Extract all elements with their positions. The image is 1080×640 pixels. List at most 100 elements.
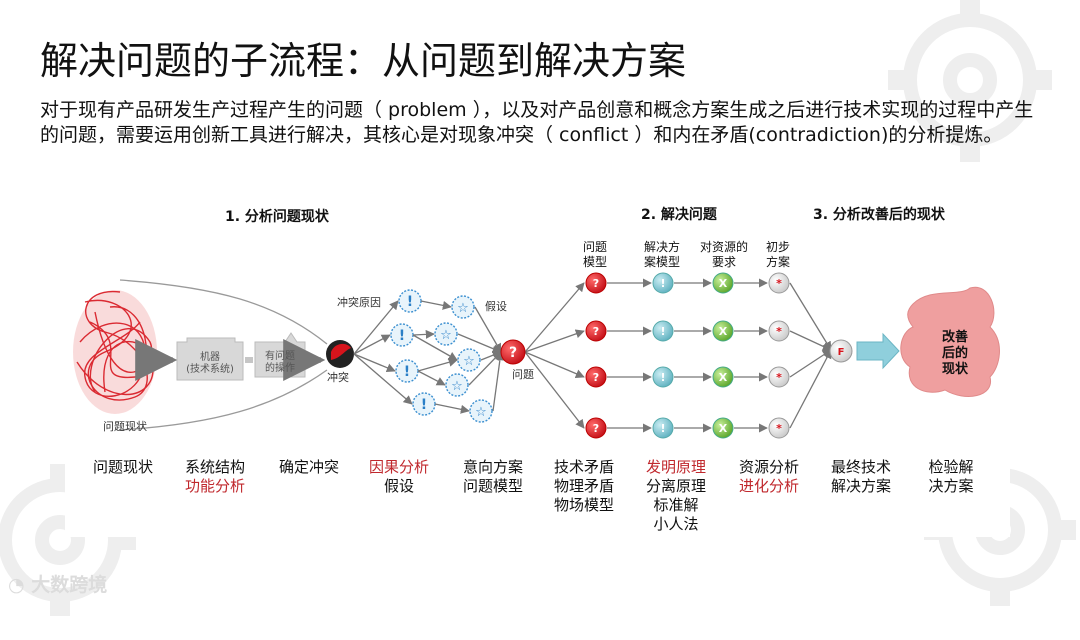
solution-model-icon-glyph: !: [660, 277, 665, 290]
category-line: 最终技术: [830, 458, 891, 476]
resource-icon-glyph: X: [719, 422, 728, 435]
problem-model-icon-glyph: ?: [593, 277, 599, 290]
category-line: 因果分析: [368, 458, 429, 476]
category-line: 技术矛盾: [553, 458, 614, 476]
cause-icon: !: [390, 323, 414, 347]
category-1: 系统结构功能分析: [170, 458, 260, 496]
arrow-cause-to-hypothesis-3: [417, 357, 458, 372]
resource-icon: X: [712, 417, 734, 439]
arrow-conflict-to-cause-2: [353, 353, 396, 373]
arrow-cause-to-hypothesis-2: [412, 334, 458, 361]
cause-icon: !: [395, 359, 419, 383]
problem-model-icon-glyph: ?: [593, 371, 599, 384]
solution-model-icon-glyph: !: [660, 422, 665, 435]
machine-system-box: [176, 337, 244, 381]
category-line: 物场模型: [553, 496, 614, 514]
arrow-problem-to-row-0: [524, 282, 585, 353]
resource-icon: X: [712, 320, 734, 342]
arrow-cause-to-hypothesis-4: [417, 370, 446, 386]
hypothesis-icon: ☆: [445, 373, 469, 397]
category-line: 决方案: [928, 477, 974, 495]
initial-solution-icon-glyph: *: [776, 371, 782, 384]
flow-diagram-graphics: !!!! ☆☆☆☆☆ ?!X*?!X*?!X*?!X* ? F: [73, 272, 1000, 439]
category-line: 解决方案: [830, 477, 891, 495]
category-9: 检验解决方案: [906, 458, 996, 496]
arrow-cause-to-hypothesis-5: [434, 403, 470, 414]
slide-title: 解决问题的子流程：从问题到解决方案: [40, 39, 687, 83]
category-line: 进化分析: [738, 477, 799, 495]
arrow-problem-to-row-2: [524, 351, 585, 378]
category-4: 意向方案问题模型: [448, 458, 538, 496]
solution-model-icon-glyph: !: [660, 325, 665, 338]
problem-model-icon: ?: [585, 272, 607, 294]
category-line: 标准解: [653, 496, 699, 514]
resource-icon: X: [712, 272, 734, 294]
improved-state-blob: [900, 286, 1000, 397]
initial-solution-icon-glyph: *: [776, 422, 782, 435]
hypothesis-icon-glyph: ☆: [457, 301, 469, 316]
arrow-hypothesis-to-problem: [492, 351, 505, 412]
arrow-row-1-to-final: [789, 330, 832, 351]
category-7: 资源分析进化分析: [724, 458, 814, 496]
solution-model-icon: !: [652, 417, 674, 439]
arrow-hypothesis-to-problem: [457, 333, 502, 354]
category-8: 最终技术解决方案: [816, 458, 906, 496]
category-line: 分离原理: [645, 477, 706, 495]
resource-icon-glyph: X: [719, 371, 728, 384]
initial-solution-icon: *: [768, 366, 790, 388]
conflict-icon: [326, 340, 354, 368]
arrow-conflict-to-cause-3: [353, 353, 413, 405]
solution-flow-nodes: ?!X*?!X*?!X*?!X*: [524, 272, 832, 439]
final-solution-icon: F: [829, 339, 853, 363]
category-0: 问题现状: [78, 458, 168, 477]
problem-icon-glyph: ?: [509, 345, 517, 361]
solution-model-icon-glyph: !: [660, 371, 665, 384]
category-line: 意向方案: [462, 458, 523, 476]
tangled-problem-icon: [73, 290, 157, 414]
category-line: 系统结构: [184, 458, 245, 476]
cause-icon-glyph: !: [421, 397, 427, 413]
solution-model-icon: !: [652, 366, 674, 388]
initial-solution-icon-glyph: *: [776, 325, 782, 338]
step-1-label: 1. 分析问题现状: [225, 209, 329, 225]
category-line: 资源分析: [738, 458, 799, 476]
category-2: 确定冲突: [264, 458, 354, 477]
arrow-conflict-to-cause-0: [353, 300, 399, 355]
solution-model-icon: !: [652, 272, 674, 294]
slide-intro-paragraph: 对于现有产品研发生产过程产生的问题（ problem ），以及对产品创意和概念方…: [40, 99, 1034, 146]
hypothesis-icon: ☆: [469, 399, 493, 423]
step-3-label: 3. 分析改善后的现状: [813, 207, 945, 223]
col-label-problem-model: 问题模型: [582, 240, 607, 269]
hypothesis-icon: ☆: [451, 295, 475, 319]
hypothesis-icon-glyph: ☆: [463, 354, 475, 369]
hypothesis-icon: ☆: [457, 348, 481, 372]
category-line: 问题模型: [462, 477, 523, 495]
cause-icon: !: [412, 392, 436, 416]
hypothesis-label: 假设: [485, 300, 507, 313]
initial-solution-icon-glyph: *: [776, 277, 782, 290]
arrow-cause-to-hypothesis-1: [412, 329, 435, 339]
category-line: 问题现状: [92, 458, 153, 476]
category-line: 小人法: [653, 515, 699, 533]
resource-icon-glyph: X: [719, 325, 728, 338]
category-5: 技术矛盾物理矛盾物场模型: [539, 458, 629, 515]
problem-model-icon-glyph: ?: [593, 422, 599, 435]
cause-icon-glyph: !: [404, 364, 410, 380]
category-line: 发明原理: [645, 458, 706, 476]
initial-solution-icon: *: [768, 320, 790, 342]
problematic-operation-label: 有问题的操作: [265, 351, 295, 374]
hypothesis-icon-glyph: ☆: [451, 379, 463, 394]
category-line: 确定冲突: [278, 458, 339, 476]
machine-system-label: 机器(技术系统): [186, 352, 234, 375]
conflict-cause-label: 冲突原因: [337, 296, 381, 309]
gear-decoration-top-right-icon: [888, 0, 1052, 162]
cause-icon: !: [398, 289, 422, 313]
resource-icon: X: [712, 366, 734, 388]
col-label-initial-solution: 初步方案: [765, 240, 790, 269]
hypothesis-icon-glyph: ☆: [440, 328, 452, 343]
arrow-hypothesis-to-problem: [474, 306, 502, 353]
arrow-row-3-to-final: [789, 349, 832, 429]
problem-state-label: 问题现状: [103, 420, 147, 433]
watermark-logo-icon: ◔: [8, 574, 25, 596]
col-label-solution-model: 解决方案模型: [643, 240, 680, 269]
